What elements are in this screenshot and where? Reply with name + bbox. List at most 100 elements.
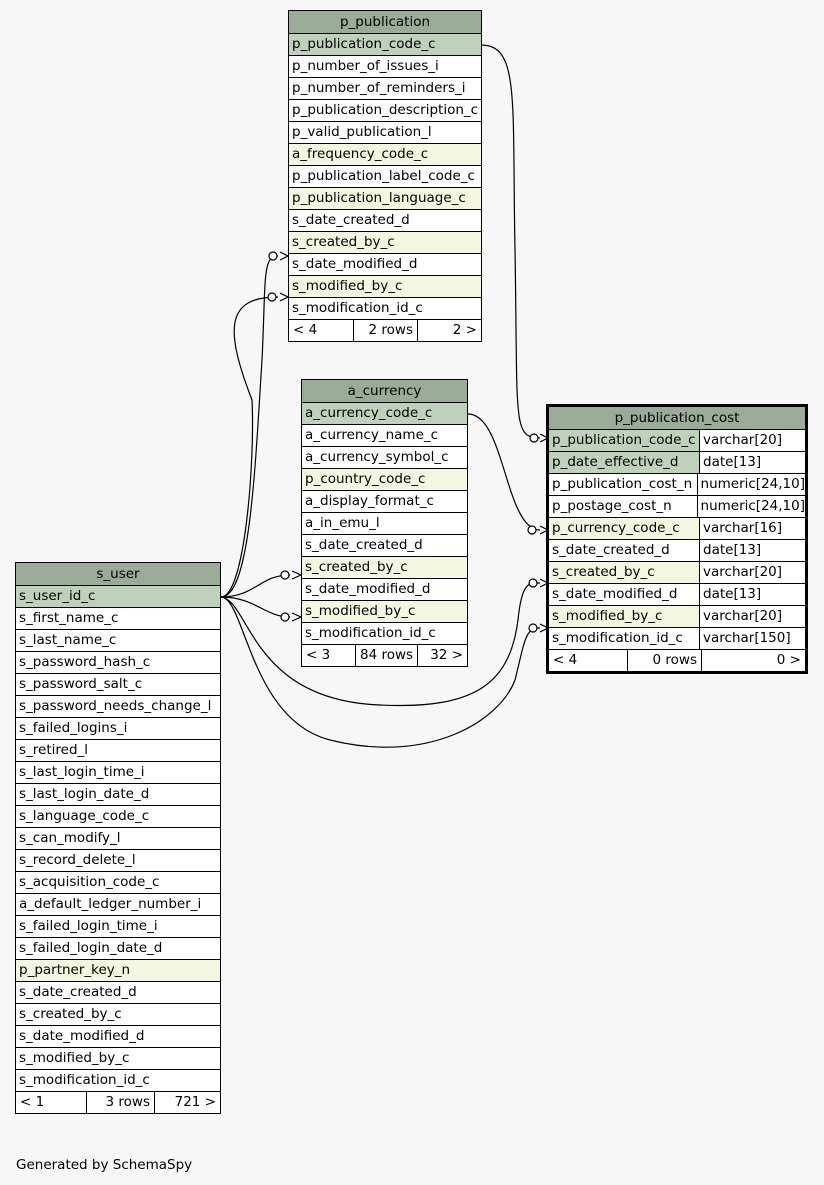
column-name: s_created_by_c — [549, 562, 700, 583]
column-name: s_date_created_d — [549, 540, 700, 561]
column-row[interactable]: s_modified_by_c — [302, 601, 467, 623]
column-row[interactable]: s_acquisition_code_c — [16, 872, 220, 894]
footer-parents: < 4 — [553, 652, 578, 668]
column-row[interactable]: p_publication_label_code_c — [289, 166, 481, 188]
table-a-currency[interactable]: a_currency a_currency_code_c a_currency_… — [301, 379, 468, 667]
table-footer: < 4 2 rows 2 > — [289, 320, 481, 341]
cardinality-circle — [528, 623, 538, 633]
table-title: p_publication — [289, 11, 481, 34]
column-row[interactable]: s_created_by_c — [302, 557, 467, 579]
column-row[interactable]: a_currency_name_c — [302, 425, 467, 447]
column-row[interactable]: s_date_created_d — [16, 982, 220, 1004]
column-row[interactable]: a_in_emu_l — [302, 513, 467, 535]
table-footer: < 1 3 rows 721 > — [16, 1092, 220, 1113]
table-title: s_user — [16, 563, 220, 586]
cardinality-circle — [527, 525, 537, 535]
column-row[interactable]: p_publication_language_c — [289, 188, 481, 210]
column-row[interactable]: s_last_login_date_d — [16, 784, 220, 806]
column-row[interactable]: s_created_by_c — [16, 1004, 220, 1026]
link-publication-code — [480, 44, 541, 439]
column-row[interactable]: s_failed_login_time_i — [16, 916, 220, 938]
column-type: numeric[24,10] — [697, 474, 805, 495]
link-user-pub-modified — [220, 296, 279, 598]
column-row[interactable]: s_password_salt_c — [16, 674, 220, 696]
column-row[interactable]: a_default_ledger_number_i — [16, 894, 220, 916]
link-user-cur-modified — [220, 596, 291, 618]
column-row[interactable]: s_date_created_d — [302, 535, 467, 557]
column-name: p_postage_cost_n — [549, 496, 698, 517]
column-row[interactable]: s_modification_id_c — [289, 298, 481, 320]
column-row[interactable]: a_currency_symbol_c — [302, 447, 467, 469]
footer-children: 32 > — [417, 645, 467, 666]
column-row[interactable]: a_frequency_code_c — [289, 144, 481, 166]
column-row[interactable]: a_currency_code_c — [302, 403, 467, 425]
column-name: p_date_effective_d — [549, 452, 700, 473]
cardinality-circle — [529, 433, 539, 443]
column-row[interactable]: s_failed_logins_i — [16, 718, 220, 740]
column-row[interactable]: s_modification_id_c — [302, 623, 467, 645]
column-row[interactable]: s_can_modify_l — [16, 828, 220, 850]
column-row[interactable]: s_last_name_c — [16, 630, 220, 652]
footer-children: 721 > — [154, 1092, 220, 1113]
column-row[interactable]: s_language_code_c — [16, 806, 220, 828]
table-footer: < 3 84 rows 32 > — [302, 645, 467, 666]
column-row[interactable]: p_number_of_reminders_i — [289, 78, 481, 100]
crowfoot-icon — [279, 292, 290, 302]
footer-row-count: 0 rows — [627, 650, 701, 671]
column-row[interactable]: p_publication_code_c — [289, 34, 481, 56]
table-p-publication[interactable]: p_publication p_publication_code_c p_num… — [288, 10, 482, 342]
column-row[interactable]: s_password_hash_c — [16, 652, 220, 674]
crowfoot-icon — [291, 612, 303, 622]
column-type: varchar[16] — [700, 518, 805, 539]
column-row[interactable]: p_valid_publication_l — [289, 122, 481, 144]
column-row[interactable]: p_publication_description_c — [289, 100, 481, 122]
column-row[interactable]: s_created_by_c — [289, 232, 481, 254]
column-row[interactable]: s_password_needs_change_l — [16, 696, 220, 718]
column-row[interactable]: p_country_code_c — [302, 469, 467, 491]
column-row[interactable]: s_modified_by_c — [289, 276, 481, 298]
column-type: varchar[20] — [700, 606, 805, 627]
cardinality-circle — [280, 570, 290, 580]
cardinality-circle — [267, 292, 277, 302]
footer-row-count: 3 rows — [86, 1092, 154, 1113]
column-row[interactable]: p_partner_key_n — [16, 960, 220, 982]
column-row[interactable]: s_retired_l — [16, 740, 220, 762]
column-type: varchar[20] — [700, 562, 805, 583]
column-row[interactable]: s_first_name_c — [16, 608, 220, 630]
link-user-cur-created — [220, 574, 291, 598]
column-row[interactable]: a_display_format_c — [302, 491, 467, 513]
column-name: s_modified_by_c — [549, 606, 700, 627]
column-row[interactable]: s_date_modified_d — [289, 254, 481, 276]
footer-parents: < 4 — [293, 322, 318, 338]
table-title: p_publication_cost — [549, 407, 805, 430]
cardinality-circle — [268, 251, 278, 261]
footer-parents: < 1 — [20, 1094, 45, 1110]
table-title: a_currency — [302, 380, 467, 403]
footer-row-count: 84 rows — [355, 645, 417, 666]
column-type: date[13] — [700, 584, 805, 605]
column-row[interactable]: p_number_of_issues_i — [289, 56, 481, 78]
column-row[interactable]: s_modified_by_c — [16, 1048, 220, 1070]
table-s-user[interactable]: s_user s_user_id_c s_first_name_c s_last… — [15, 562, 221, 1114]
column-row[interactable]: s_modification_id_c — [16, 1070, 220, 1092]
column-row[interactable]: s_date_modified_d — [302, 579, 467, 601]
column-row[interactable]: s_failed_login_date_d — [16, 938, 220, 960]
link-user-pub-created — [220, 255, 279, 598]
column-row[interactable]: s_user_id_c — [16, 586, 220, 608]
column-row[interactable]: s_date_created_d — [289, 210, 481, 232]
column-row[interactable]: s_record_delete_l — [16, 850, 220, 872]
column-row[interactable]: s_last_login_time_i — [16, 762, 220, 784]
column-row[interactable]: s_date_modified_d — [16, 1026, 220, 1048]
